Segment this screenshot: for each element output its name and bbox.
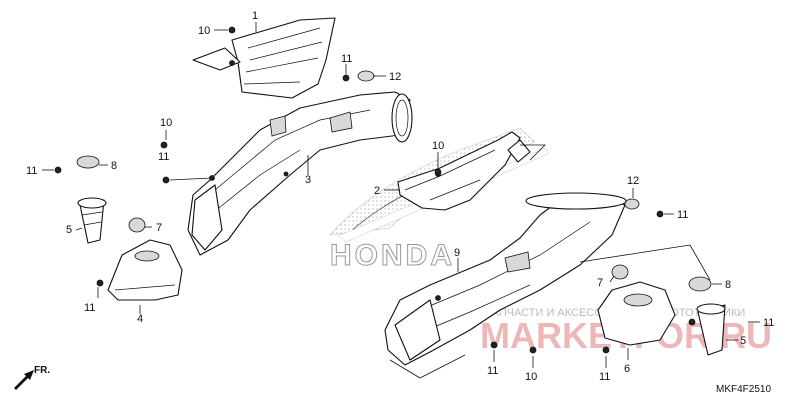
callout-4: 4: [137, 313, 143, 325]
front-marker-label: FR.: [34, 365, 50, 376]
callout-10: 10: [432, 140, 444, 152]
callout-11: 11: [487, 365, 498, 377]
callout-7: 7: [156, 222, 162, 234]
callout-1: 1: [252, 10, 258, 22]
part-5-right-hose: [696, 303, 726, 356]
callout-6: 6: [624, 363, 630, 375]
part-6-right-box: [597, 281, 676, 346]
callout-11: 11: [158, 151, 169, 163]
callout-10: 10: [198, 25, 210, 37]
callout-9: 9: [454, 247, 460, 259]
callout-8: 8: [725, 279, 731, 291]
honda-logo-text: HONDA: [330, 239, 455, 272]
callout-11: 11: [677, 209, 688, 221]
callout-7: 7: [597, 277, 603, 289]
callout-11: 11: [763, 317, 774, 329]
callout-labels: 1 10 11 12 10 11 8 11 3 7 5 11 4 10 2 12…: [26, 10, 774, 383]
callout-5: 5: [66, 224, 72, 236]
part-4-left-box: [107, 239, 183, 301]
callout-3: 3: [305, 174, 311, 186]
callout-5: 5: [740, 335, 746, 347]
callout-11: 11: [84, 302, 95, 314]
part-3-left-duct: [187, 91, 413, 256]
callout-12: 12: [389, 71, 401, 83]
grommets: [76, 70, 712, 292]
part-1-upper-cover: [192, 17, 336, 99]
callout-10: 10: [160, 117, 172, 129]
part-9-right-duct: [384, 192, 627, 366]
part-5-left-hose: [77, 197, 107, 244]
callout-10: 10: [525, 371, 537, 383]
front-arrow-icon: [14, 370, 34, 390]
callout-8: 8: [111, 160, 117, 172]
leader-lines: [42, 22, 760, 379]
callout-2: 2: [374, 185, 380, 197]
callout-11: 11: [341, 53, 352, 65]
part-2-bracket: [397, 131, 531, 211]
fasteners: [54, 26, 696, 354]
callout-11: 11: [599, 371, 610, 383]
callout-11: 11: [26, 165, 37, 177]
callout-12: 12: [627, 175, 639, 187]
diagram-code: MKF4F2510: [716, 384, 771, 395]
